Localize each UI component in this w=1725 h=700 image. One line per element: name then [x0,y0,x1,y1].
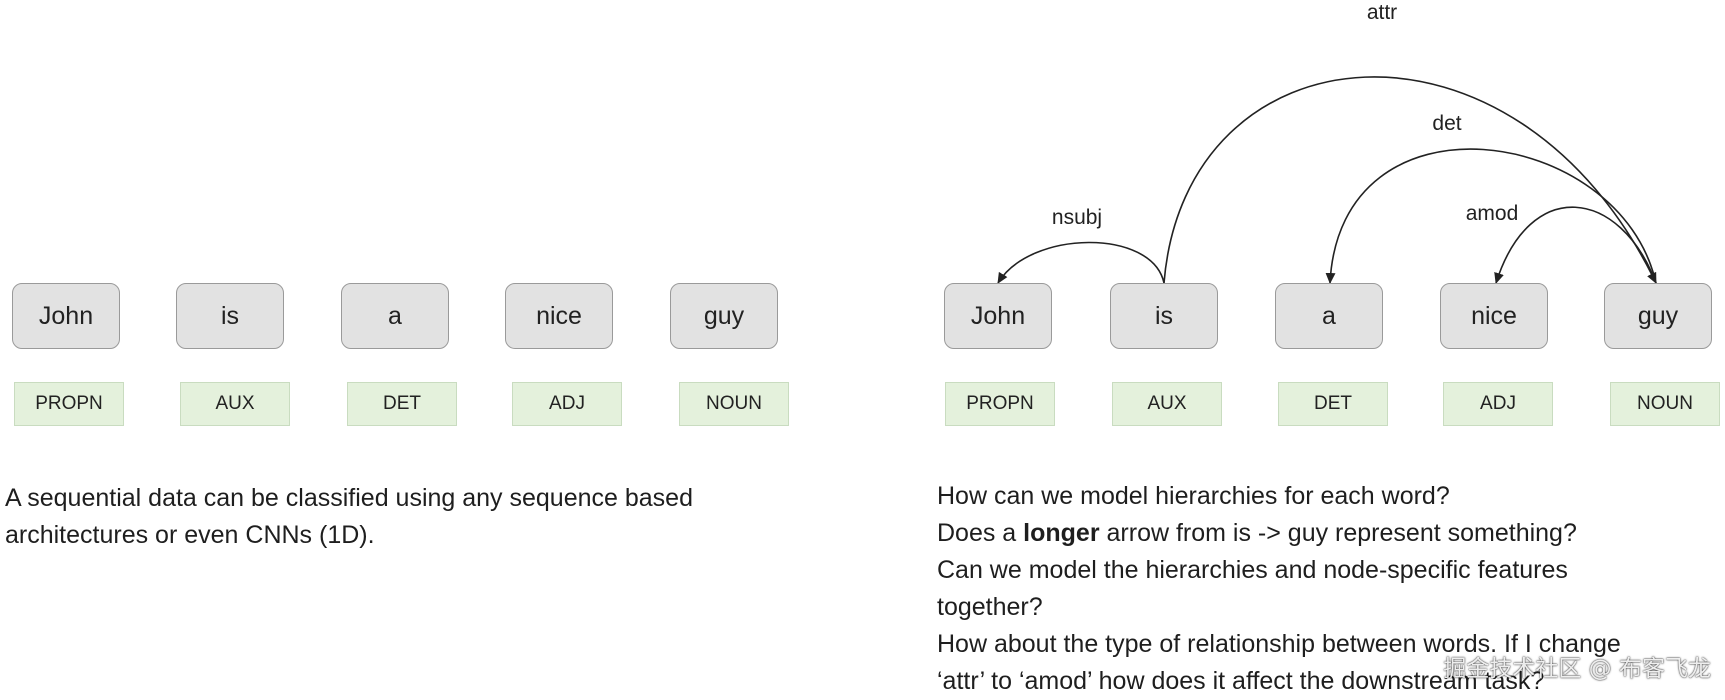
pos-tag-noun: NOUN [1610,382,1720,426]
dependency-arcs: attr det amod nsubj [997,1,1657,284]
word-box-nice: nice [1440,283,1548,349]
left-caption-line-1: A sequential data can be classified usin… [5,484,693,512]
right-caption-line-1: How can we model hierarchies for each wo… [937,482,1450,510]
arc-amod [1494,206,1657,284]
right-caption-line-5: How about the type of relationship betwe… [937,630,1621,658]
left-caption: A sequential data can be classified usin… [5,480,693,554]
caption-text: Does a [937,519,1024,547]
arc-nsubj [997,241,1165,284]
sequence-diagram-panel: John is a nice guy PROPN AUX DET ADJ NOU… [0,0,860,695]
arc-det [1325,148,1657,284]
left-caption-line-2: architectures or even CNNs (1D). [5,521,375,549]
pos-tag-propn: PROPN [945,382,1055,426]
word-box-is: is [176,283,284,349]
pos-tag-aux: AUX [1112,382,1222,426]
word-box-guy: guy [670,283,778,349]
word-box-guy: guy [1604,283,1712,349]
right-caption: How can we model hierarchies for each wo… [937,478,1621,700]
right-caption-line-3: Can we model the hierarchies and node-sp… [937,556,1568,584]
pos-tag-noun: NOUN [679,382,789,426]
pos-tag-det: DET [347,382,457,426]
pos-tag-det: DET [1278,382,1388,426]
right-caption-line-2: Does a longer arrow from is -> guy repre… [937,515,1621,552]
word-box-a: a [1275,283,1383,349]
arc-label-nsubj: nsubj [1052,206,1102,229]
word-box-john: John [944,283,1052,349]
right-caption-line-6: ‘attr’ to ‘amod’ how does it affect the … [937,667,1545,695]
caption-text: arrow from is -> guy represent something… [1099,519,1577,547]
word-box-is: is [1110,283,1218,349]
arc-label-attr: attr [1367,1,1397,24]
word-box-a: a [341,283,449,349]
dependency-diagram-panel: attr det amod nsubj John is a nice guy P… [930,0,1725,695]
pos-tag-propn: PROPN [14,382,124,426]
caption-emphasis: longer [1023,519,1100,547]
right-caption-line-4: together? [937,593,1043,621]
arc-attr [1163,76,1657,284]
pos-tag-adj: ADJ [1443,382,1553,426]
word-box-nice: nice [505,283,613,349]
pos-tag-aux: AUX [180,382,290,426]
watermark: 掘金技术社区 @ 布客飞龙 [1443,656,1711,682]
arc-label-det: det [1432,112,1461,135]
word-box-john: John [12,283,120,349]
pos-tag-adj: ADJ [512,382,622,426]
arc-label-amod: amod [1466,202,1519,225]
